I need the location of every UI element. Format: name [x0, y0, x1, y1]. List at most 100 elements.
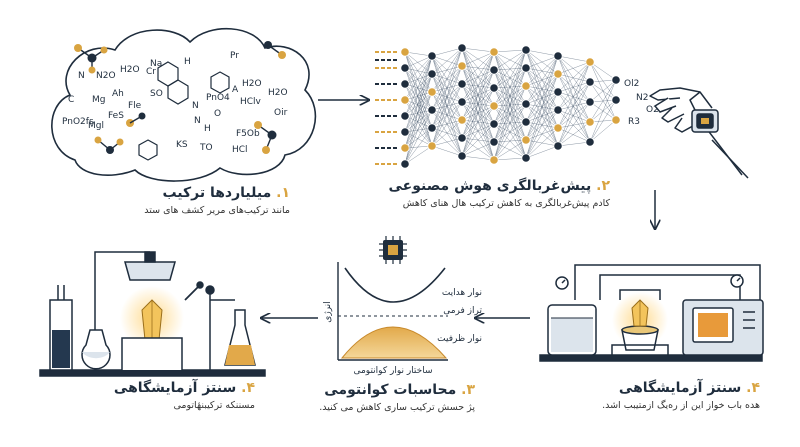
- chart-y-label: انرژی: [323, 301, 333, 322]
- nn-connection: [404, 51, 433, 129]
- molecule-icon: [126, 112, 146, 127]
- chemical-formula: O: [214, 109, 221, 119]
- nn-connection: [557, 91, 591, 123]
- nn-connection: [404, 109, 433, 165]
- ring-icon: [167, 79, 189, 105]
- nn-connection: [404, 83, 433, 129]
- nn-connection: [404, 67, 433, 111]
- nn-connection: [404, 55, 433, 85]
- step-2-desc: کادم پیش‌غربالگری به کاهش ترکیب ‌هال هنا…: [402, 198, 610, 209]
- chemical-formula: Na: [150, 59, 162, 69]
- nn-connection: [525, 91, 559, 159]
- nn-connection: [557, 91, 591, 103]
- nn-connection: [431, 101, 463, 147]
- nn-node: [427, 123, 437, 133]
- step-2-number: ۲.: [596, 178, 610, 194]
- furnace-icon: [682, 299, 764, 356]
- nn-connection: [493, 49, 527, 89]
- nn-output-label: O2: [646, 105, 659, 115]
- nn-connection: [557, 101, 591, 111]
- nn-connection: [589, 61, 617, 81]
- step-4l-title: سنتز آزمایشگاهی: [113, 380, 237, 396]
- chemical-formula: Ah: [112, 89, 124, 99]
- nn-node: [553, 123, 563, 133]
- nn-node: [489, 83, 499, 93]
- chip-icon: [379, 236, 407, 264]
- nn-output-label: N2: [636, 93, 648, 103]
- nn-connection: [557, 109, 591, 143]
- nn-node: [521, 135, 531, 145]
- nn-node: [585, 137, 595, 147]
- nn-connection: [493, 49, 527, 125]
- nn-connection: [557, 55, 591, 123]
- nn-node: [521, 153, 531, 163]
- chemical-formula: KS: [176, 140, 188, 150]
- nn-connection: [557, 91, 591, 143]
- nn-connection: [404, 91, 433, 133]
- chemical-formula: A: [232, 85, 239, 95]
- nn-connection: [557, 61, 591, 111]
- nn-connection: [431, 83, 463, 147]
- fermi-level-label: تراز فرمی: [443, 306, 482, 316]
- nn-connection: [404, 145, 433, 165]
- nn-connection: [557, 55, 591, 83]
- nn-connection: [404, 73, 433, 101]
- chemical-formula: N: [192, 101, 199, 111]
- nn-connection: [404, 131, 433, 147]
- chemical-formula: PnO2fs: [62, 117, 94, 127]
- nn-connection: [557, 73, 591, 103]
- step-3-title: محاسبات کوانتومی: [324, 382, 457, 398]
- nn-connection: [557, 55, 591, 143]
- nn-connection: [404, 91, 433, 165]
- step-3: ۳. محاسبات کوانتومی پژ حسش ترکیب ساری کا…: [300, 382, 475, 413]
- nn-connection: [431, 65, 463, 147]
- chemical-formula: Oir: [274, 108, 288, 118]
- nn-node: [611, 115, 621, 125]
- robot-hand-icon: [649, 87, 749, 179]
- nn-connection: [404, 67, 433, 147]
- nn-connection: [557, 101, 591, 129]
- step-3-number: ۳.: [461, 382, 475, 398]
- nn-connection: [525, 127, 559, 159]
- nn-connection: [557, 73, 591, 143]
- step-1-number: ۱.: [276, 185, 290, 201]
- chemical-formula: N: [78, 71, 85, 81]
- lab-apparatus-right: [539, 264, 764, 362]
- nn-connection: [493, 139, 527, 161]
- nn-connection: [431, 145, 463, 157]
- nn-node: [457, 151, 467, 161]
- nn-connection: [557, 81, 591, 93]
- nn-connection: [557, 61, 591, 75]
- nn-node: [585, 97, 595, 107]
- nn-connection: [404, 55, 433, 69]
- nn-node: [611, 95, 621, 105]
- chemical-formula: Fle: [128, 101, 142, 111]
- nn-connection: [404, 109, 433, 117]
- nn-node: [457, 133, 467, 143]
- nn-connection: [461, 51, 495, 139]
- nn-node: [427, 105, 437, 115]
- molecule-icon: [254, 121, 277, 154]
- nn-connection: [461, 47, 495, 53]
- nn-connection: [404, 55, 433, 133]
- nn-connection: [404, 83, 433, 93]
- chemical-formula: Cr: [146, 67, 156, 77]
- nn-connection: [493, 49, 527, 53]
- nn-connection: [589, 119, 617, 143]
- nn-node: [521, 63, 531, 73]
- chemical-formula: FeS: [108, 111, 124, 121]
- nn-connection: [557, 121, 591, 129]
- chemical-formula: N: [194, 116, 201, 126]
- nn-node: [427, 87, 437, 97]
- nn-node: [489, 65, 499, 75]
- nn-node: [400, 95, 410, 105]
- nn-connection: [557, 81, 591, 147]
- nn-connection: [404, 115, 433, 129]
- nn-connection: [404, 127, 433, 165]
- nn-node: [427, 69, 437, 79]
- nn-connection: [525, 55, 559, 141]
- nn-node: [585, 77, 595, 87]
- nn-connection: [493, 67, 527, 161]
- step-4r-title: سنتز آزمایشگاهی: [618, 380, 742, 396]
